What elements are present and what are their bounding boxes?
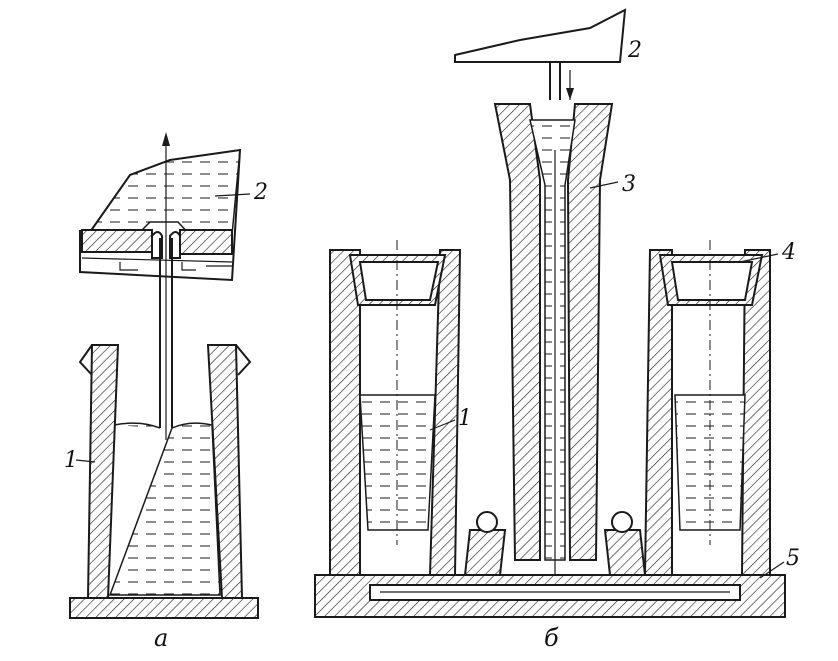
figure-b [314,8,786,618]
ingot-mould-b-right [643,240,771,576]
caption-a: а [154,624,169,652]
label-a-1: 1 [64,448,78,473]
caption-b: б [544,624,559,652]
label-b-5: 5 [786,546,800,571]
ingot-mould-a [69,344,259,619]
brick-left [463,529,507,576]
figure-a [69,132,259,619]
label-b-4: 4 [782,240,796,265]
label-b-1: 1 [458,406,472,431]
ingot-mould-b-left [329,240,462,576]
base-plate [314,574,786,618]
central-runner [493,103,614,590]
label-b-3: 3 [622,172,636,197]
label-b-2: 2 [628,38,642,63]
brick-right [603,529,647,576]
label-a-2: 2 [254,180,268,205]
ladle-b [454,8,627,63]
